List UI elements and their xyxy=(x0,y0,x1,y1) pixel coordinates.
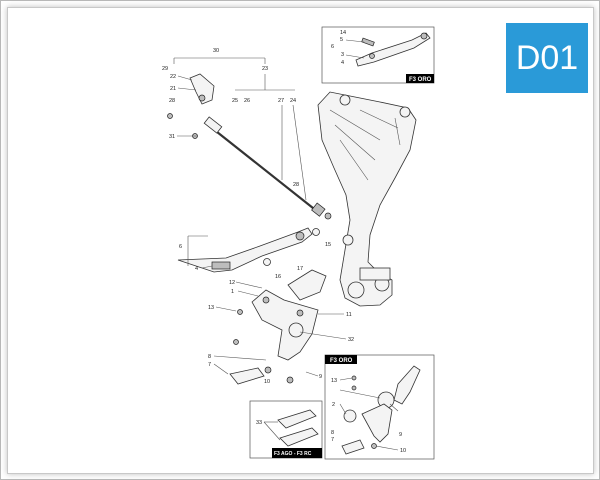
callout-6: 6 xyxy=(179,244,182,250)
callout-br-8: 8 xyxy=(331,430,334,436)
callout-4: 4 xyxy=(195,266,198,272)
diagram-panel: D01 xyxy=(7,7,594,474)
callout-br-7: 7 xyxy=(331,437,334,443)
footpeg-plate xyxy=(229,289,319,385)
shift-linkage xyxy=(167,73,332,301)
callout-13: 13 xyxy=(208,305,214,311)
inset-label-top-right: F3 ORO xyxy=(409,77,432,83)
callout-17: 17 xyxy=(297,266,303,272)
callout-14: 14 xyxy=(340,30,346,36)
callout-28-top: 28 xyxy=(169,98,175,104)
frame-bracket xyxy=(317,91,417,307)
callout-32: 32 xyxy=(348,337,354,343)
callout-labels: 30 29 23 22 21 28 25 26 27 24 31 28 6 4 … xyxy=(162,48,354,385)
callout-16: 16 xyxy=(275,274,281,280)
callout-26: 26 xyxy=(244,98,250,104)
callout-3: 3 xyxy=(341,52,344,58)
callout-9: 9 xyxy=(319,374,322,380)
callout-6: 6 xyxy=(331,44,334,50)
callout-31: 31 xyxy=(169,134,175,140)
callout-10: 10 xyxy=(264,379,270,385)
callout-4: 4 xyxy=(341,60,344,66)
inset-label-bottom-center: F3 AGO - F3 RC xyxy=(274,451,312,457)
callout-22: 22 xyxy=(170,74,176,80)
inset-top-right: 14 5 6 3 4 F3 ORO xyxy=(321,26,435,84)
callout-11: 11 xyxy=(346,312,352,318)
callout-21: 21 xyxy=(170,86,176,92)
callout-12: 12 xyxy=(229,280,235,286)
callout-29: 29 xyxy=(162,66,168,72)
callout-30: 30 xyxy=(213,48,219,54)
callout-24: 24 xyxy=(290,98,296,104)
callout-br-2: 2 xyxy=(332,402,335,408)
callout-27: 27 xyxy=(278,98,284,104)
inset-bottom-center: 33 F3 AGO - F3 RC xyxy=(249,400,323,459)
callout-15: 15 xyxy=(325,242,331,248)
callout-br-10: 10 xyxy=(400,448,406,454)
callout-25: 25 xyxy=(232,98,238,104)
inset-bottom-right: F3 ORO 13 2 8 7 9 10 xyxy=(324,354,435,460)
callout-1: 1 xyxy=(231,289,234,295)
callout-7: 7 xyxy=(208,362,211,368)
callout-br-13: 13 xyxy=(331,378,337,384)
callout-28: 28 xyxy=(293,182,299,188)
callout-5: 5 xyxy=(340,37,343,43)
inset-label-bottom-right: F3 ORO xyxy=(330,358,353,364)
page-code-badge: D01 xyxy=(506,23,588,93)
callout-23: 23 xyxy=(262,66,268,72)
callout-8: 8 xyxy=(208,354,211,360)
callout-br-9: 9 xyxy=(399,432,402,438)
callout-33: 33 xyxy=(256,420,262,426)
